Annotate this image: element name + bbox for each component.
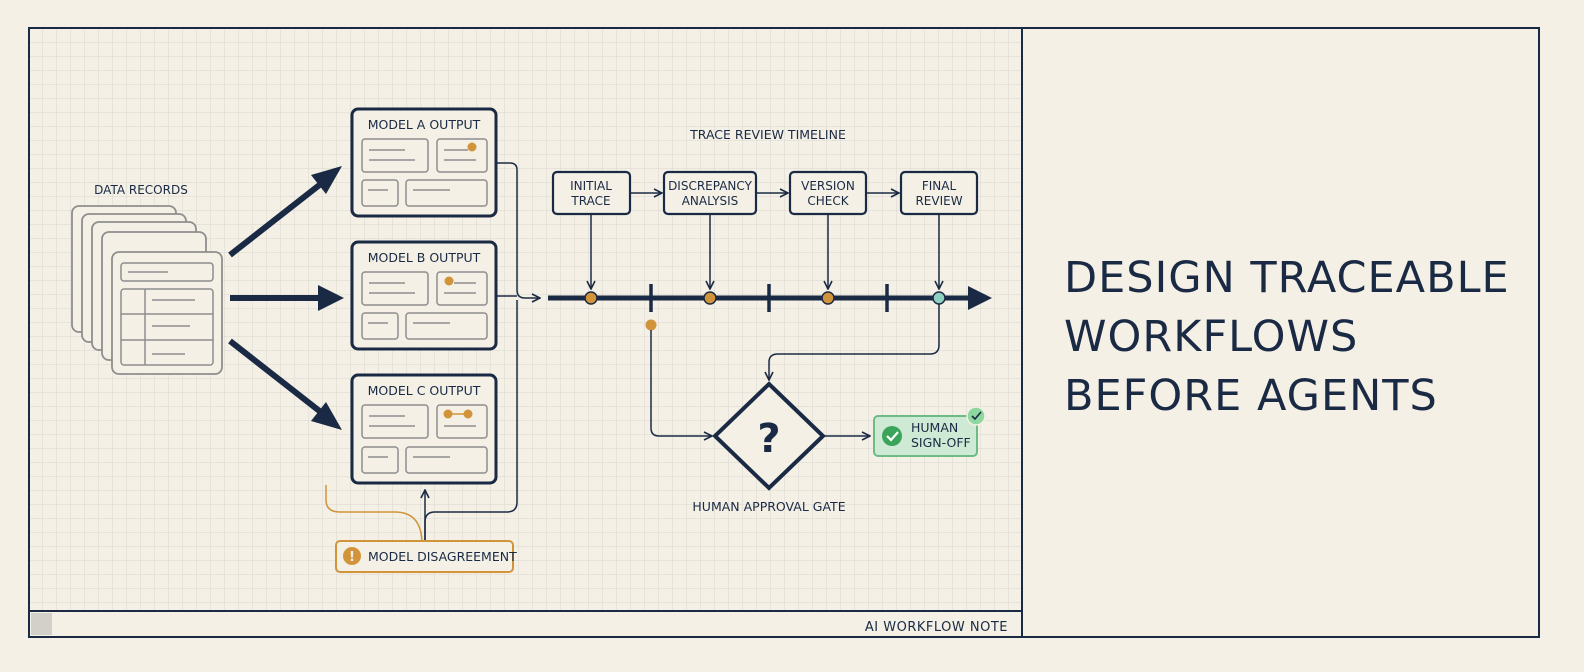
data-records-stack: [71, 205, 223, 375]
step-initial-trace: INITIAL TRACE: [551, 170, 632, 216]
model-c-marker-right: [463, 409, 473, 419]
model-a-card: MODEL A OUTPUT: [350, 107, 498, 218]
timeline-node-4: [932, 291, 946, 305]
model-b-title: MODEL B OUTPUT: [368, 250, 481, 265]
footer-note: AI WORKFLOW NOTE: [865, 620, 1008, 635]
svg-text:REVIEW: REVIEW: [915, 194, 962, 208]
step-discrepancy-analysis: DISCREPANCY ANALYSIS: [662, 170, 758, 216]
timeline-node-2: [703, 291, 717, 305]
human-signoff-badge: HUMAN SIGN-OFF: [873, 406, 986, 457]
svg-text:!: !: [349, 550, 355, 565]
check-circle-icon: [882, 426, 902, 446]
model-a-title: MODEL A OUTPUT: [368, 117, 481, 132]
headline: DESIGN TRACEABLE WORKFLOWS BEFORE AGENTS: [1064, 253, 1510, 421]
headline-line-3: BEFORE AGENTS: [1064, 371, 1438, 421]
svg-text:ANALYSIS: ANALYSIS: [682, 194, 739, 208]
branch-marker: [645, 319, 657, 331]
model-c-card: MODEL C OUTPUT: [350, 373, 498, 485]
gate-question-mark: ?: [757, 416, 780, 462]
headline-line-2: WORKFLOWS: [1064, 312, 1358, 362]
timeline-title: TRACE REVIEW TIMELINE: [689, 127, 846, 142]
exclamation-icon: [343, 547, 361, 565]
svg-text:VERSION: VERSION: [801, 179, 855, 193]
timeline-node-3: [821, 291, 835, 305]
model-merge-connectors: [425, 162, 540, 540]
step-version-check: VERSION CHECK: [788, 170, 868, 216]
model-b-card: MODEL B OUTPUT: [350, 240, 498, 351]
data-to-model-arrows: [228, 166, 344, 430]
record-sheet-detail: [120, 262, 214, 366]
model-disagreement-badge: ! MODEL DISAGREEMENT: [335, 540, 517, 573]
timeline-axis: [548, 284, 992, 312]
model-b-marker: [444, 276, 454, 286]
gate-label: HUMAN APPROVAL GATE: [692, 499, 845, 514]
outer-frame: [28, 27, 1540, 638]
human-approval-gate: ?: [712, 381, 826, 491]
timeline-node-1: [584, 291, 598, 305]
footer-swatch: [31, 613, 52, 635]
svg-text:FINAL: FINAL: [922, 179, 957, 193]
gate-connectors: [650, 304, 940, 436]
timeline-steps: INITIAL TRACE DISCREPANCY ANALYSIS VERSI…: [551, 170, 979, 216]
model-disagreement-label: MODEL DISAGREEMENT: [368, 549, 517, 564]
model-a-marker: [467, 142, 477, 152]
disagreement-bracket: [325, 485, 423, 541]
headline-line-1: DESIGN TRACEABLE: [1064, 253, 1510, 303]
svg-text:HUMAN: HUMAN: [911, 420, 958, 435]
model-c-title: MODEL C OUTPUT: [368, 383, 481, 398]
svg-text:INITIAL: INITIAL: [570, 179, 612, 193]
model-c-marker-left: [443, 409, 453, 419]
data-records-label: DATA RECORDS: [94, 183, 188, 197]
step-final-review: FINAL REVIEW: [899, 170, 979, 216]
svg-text:SIGN-OFF: SIGN-OFF: [911, 435, 971, 450]
svg-text:CHECK: CHECK: [807, 194, 849, 208]
step-connectors: [591, 193, 939, 289]
svg-text:TRACE: TRACE: [570, 194, 610, 208]
check-icon: [966, 406, 986, 426]
svg-text:DISCREPANCY: DISCREPANCY: [668, 179, 753, 193]
